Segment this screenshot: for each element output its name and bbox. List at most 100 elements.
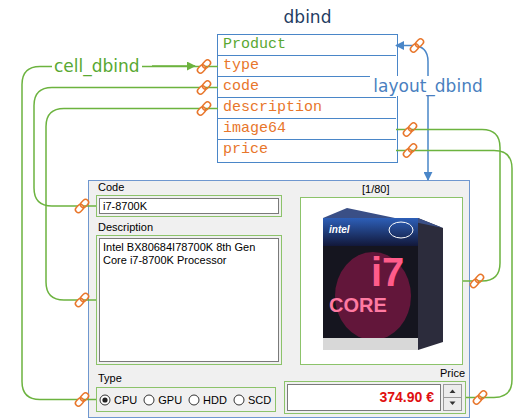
- radio-dot: [102, 397, 107, 402]
- link-icon: [74, 392, 90, 408]
- price-value: 374.90 €: [288, 385, 440, 410]
- text-field: Codei7-8700K: [96, 195, 282, 217]
- field-name: description: [218, 98, 396, 118]
- radio-ring: [189, 395, 199, 405]
- field-name: Product: [218, 35, 396, 55]
- link-icon-ring: [74, 203, 85, 214]
- link-icon: [196, 80, 212, 96]
- link-icon-ring: [201, 101, 212, 112]
- logo-ring: [389, 222, 413, 238]
- link-icon-ring: [201, 80, 212, 91]
- input-box: i7-8700K: [99, 198, 279, 214]
- link-icon-ring: [472, 395, 483, 406]
- field-name: image64: [218, 119, 396, 139]
- form-panel: [1/80]Codei7-8700KDescriptionIntel BX806…: [88, 180, 470, 418]
- link-icon: [409, 38, 425, 54]
- connector: [46, 109, 218, 301]
- link-icon: [74, 198, 90, 214]
- link-icon: [196, 59, 212, 75]
- link-icon-ring: [79, 198, 90, 209]
- link-icon-ring: [79, 292, 90, 303]
- link-icon-ring: [196, 64, 207, 75]
- edge-label: layout_dbind: [370, 76, 485, 96]
- textarea-box: Intel BX80684I78700K 8th Gen Core i7-870…: [99, 238, 279, 362]
- radio-ring: [234, 395, 244, 405]
- link-icon-ring: [414, 38, 425, 49]
- textarea-value: Intel BX80684I78700K 8th Gen Core i7-870…: [100, 239, 278, 269]
- price-field: Price374.90 €: [284, 381, 466, 414]
- link-icon-ring: [402, 148, 413, 159]
- table-row: image64: [218, 119, 396, 140]
- brand-word: CORE: [329, 294, 387, 317]
- link-icon-ring: [409, 43, 420, 54]
- radio-label: SCD: [248, 394, 271, 406]
- table-row: type: [218, 56, 396, 77]
- radio-button: [233, 394, 245, 406]
- radio-label: CPU: [114, 394, 137, 406]
- field-label: Description: [98, 221, 153, 233]
- radio-option: HDD: [188, 394, 227, 406]
- link-icon-ring: [196, 106, 207, 117]
- field-name: type: [218, 56, 396, 76]
- link-icon: [469, 273, 485, 289]
- spinner-arrows: [444, 385, 461, 410]
- connector: [22, 67, 218, 400]
- radio-option: GPU: [143, 394, 182, 406]
- link-icon-ring: [79, 392, 90, 403]
- radio-button: [99, 394, 111, 406]
- field-label: Price: [440, 367, 465, 379]
- callout-arrow: [152, 65, 195, 67]
- link-icon-ring: [402, 127, 413, 138]
- spinner-down: [450, 402, 456, 406]
- input-box: 374.90 €: [287, 384, 441, 411]
- brand-logo: intel: [329, 224, 350, 235]
- link-icon-ring: [474, 273, 485, 284]
- radio-ring: [100, 395, 110, 405]
- link-icon-ring: [477, 390, 488, 401]
- input-value: i7-8700K: [100, 199, 278, 214]
- link-icon-ring: [407, 122, 418, 133]
- spinner-up: [450, 390, 456, 394]
- table-row: Product: [218, 35, 396, 56]
- text-area: DescriptionIntel BX80684I78700K 8th Gen …: [96, 235, 282, 365]
- radio-button: [188, 394, 200, 406]
- model-number: i7: [371, 250, 404, 295]
- field-label: Code: [98, 181, 124, 193]
- connector: [396, 151, 512, 398]
- radio-button: [143, 394, 155, 406]
- table-row: price: [218, 140, 396, 161]
- radio-group: TypeCPUGPUHDDSCD: [96, 387, 276, 412]
- link-icon: [472, 390, 488, 406]
- radio-ring: [144, 395, 154, 405]
- field-name: price: [218, 140, 396, 160]
- radio-option: CPU: [99, 394, 137, 406]
- binding-table: dbindProducttypecodedescriptionimage64pr…: [217, 34, 398, 163]
- box-side: [418, 218, 443, 350]
- table-title: dbind: [218, 7, 397, 27]
- spinner: [443, 384, 462, 411]
- link-icon: [402, 122, 418, 138]
- link-icon: [196, 101, 212, 117]
- box-front: [323, 218, 418, 350]
- callout-label: cell_dbind: [52, 56, 142, 76]
- radio-option: SCD: [233, 394, 271, 406]
- record-counter: [1/80]: [362, 183, 390, 195]
- link-icon-ring: [407, 143, 418, 154]
- connector: [34, 88, 218, 207]
- image-field: intelCOREi7: [300, 197, 463, 365]
- radio-row: CPU GPU HDD SCD: [99, 388, 271, 411]
- field-label: Type: [98, 372, 122, 384]
- radio-label: GPU: [158, 394, 182, 406]
- box-base: [323, 338, 418, 350]
- spinner-divider: [444, 397, 461, 398]
- connector: [396, 130, 500, 282]
- link-icon-ring: [74, 297, 85, 308]
- radio-label: HDD: [203, 394, 227, 406]
- box-band: [323, 218, 418, 246]
- link-icon-ring: [469, 278, 480, 289]
- table-row: description: [218, 98, 396, 119]
- link-icon: [402, 143, 418, 159]
- link-icon-ring: [74, 397, 85, 408]
- link-icon-ring: [201, 59, 212, 70]
